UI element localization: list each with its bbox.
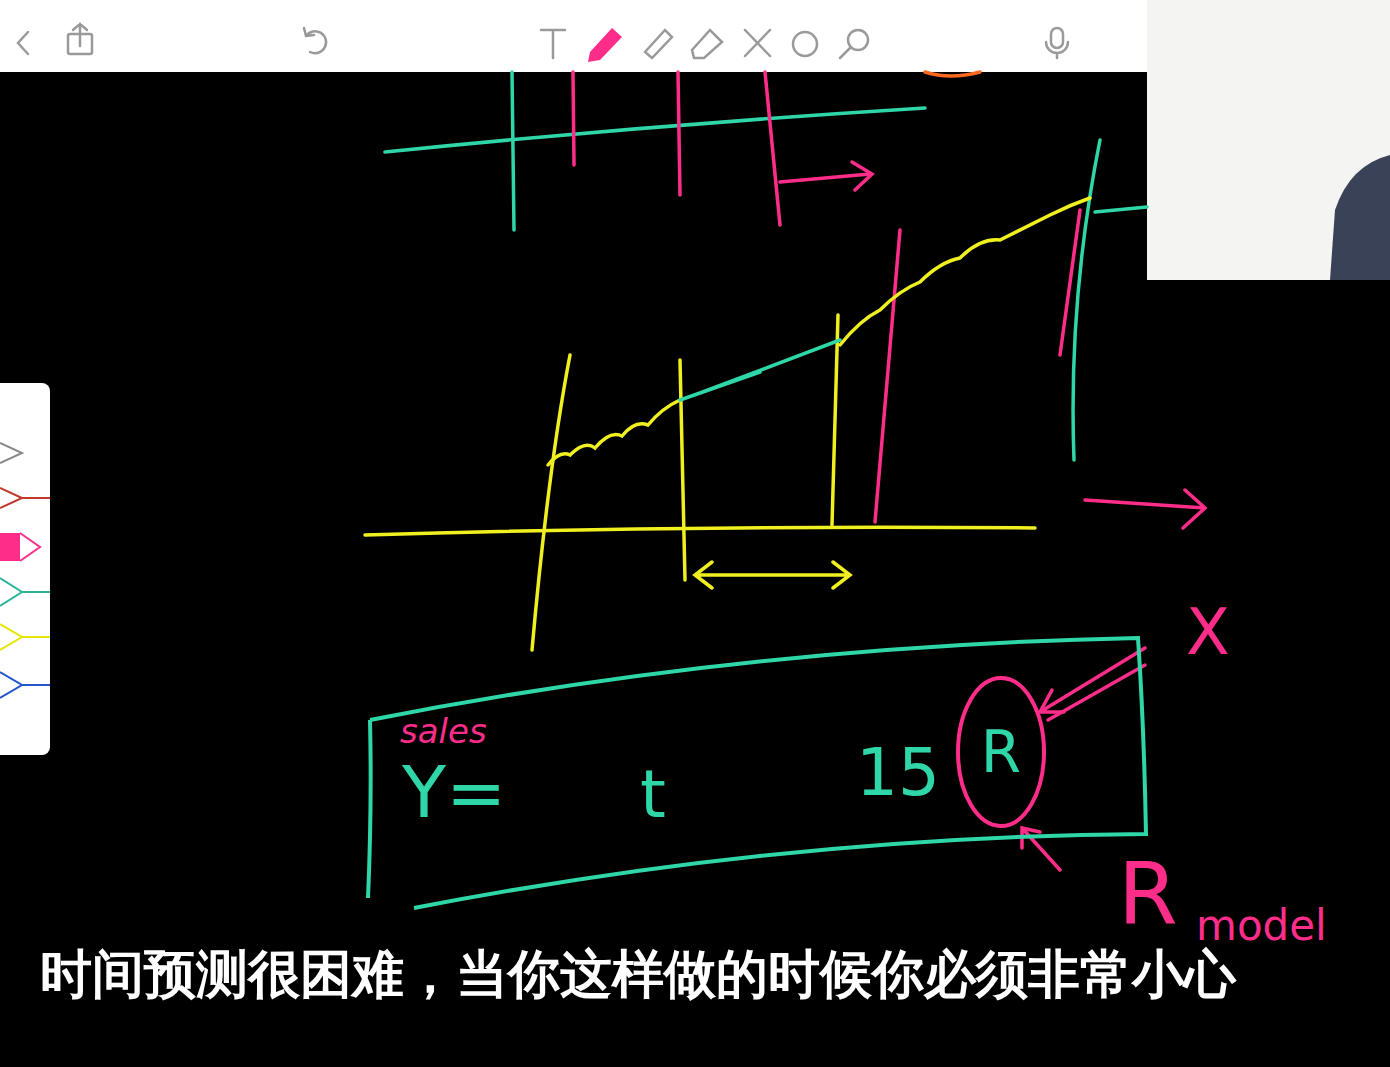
- equation-term: Y=: [402, 756, 506, 828]
- webcam-panel: [1147, 0, 1390, 280]
- equation-term: 15: [856, 740, 940, 806]
- presenter: [1330, 155, 1390, 280]
- toolbar: [0, 0, 1147, 72]
- highlight-circle: R: [958, 678, 1044, 826]
- feature-label: X: [1186, 600, 1230, 664]
- equation-term: t: [640, 762, 666, 828]
- palette-pen: [20, 533, 40, 561]
- toolbar-icons: [18, 24, 1068, 58]
- pen-palette: [0, 383, 50, 755]
- model-label: R: [1118, 850, 1178, 936]
- palette-pens: [0, 443, 50, 698]
- time-series-chart: [365, 140, 1205, 650]
- model-label: model: [1196, 905, 1327, 947]
- palette-selected: [0, 533, 20, 561]
- pen-icon: [588, 28, 622, 62]
- top-figure: [385, 72, 980, 230]
- variable-name: sales: [400, 714, 487, 748]
- equation-box: salesY= t 15 R: [366, 636, 1150, 910]
- equation-term: R: [981, 723, 1021, 781]
- subtitle: 时间预测很困难，当你这样做的时候你必须非常小心: [40, 948, 1236, 1000]
